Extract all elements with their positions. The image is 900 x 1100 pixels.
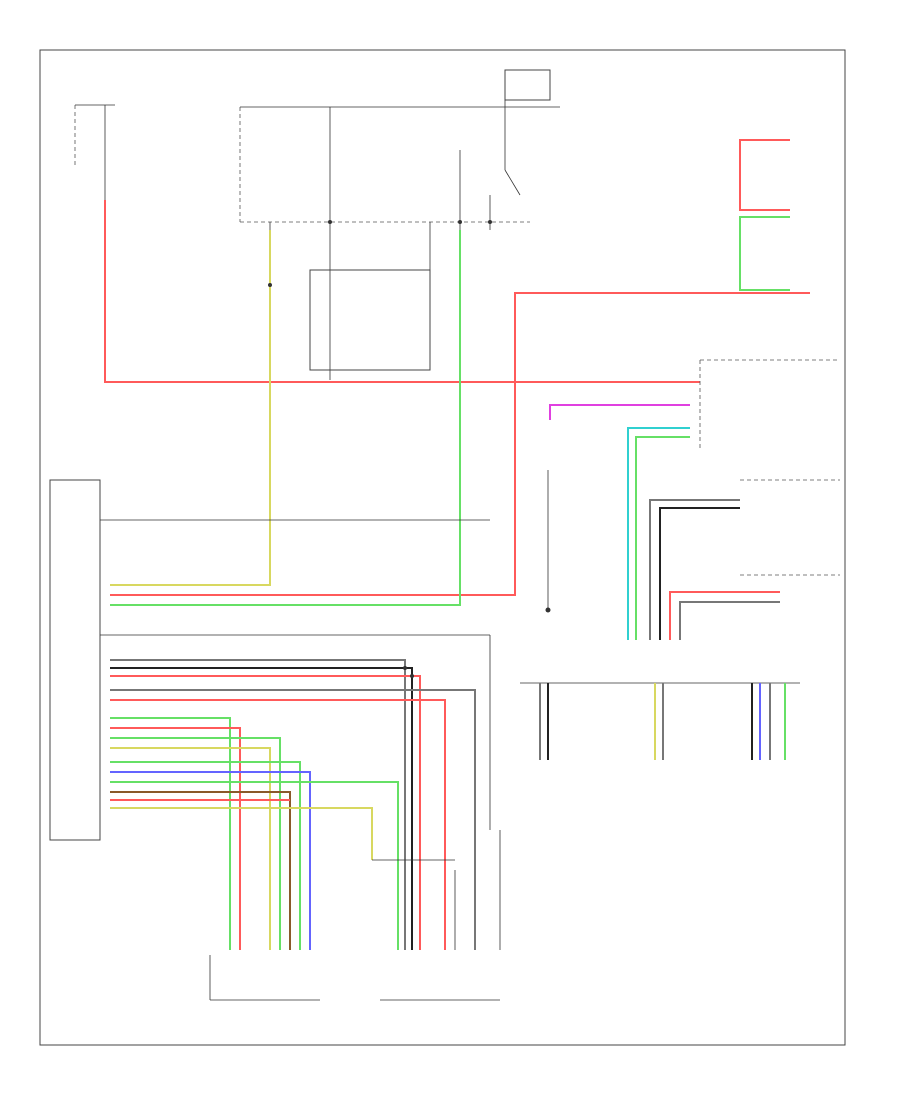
left-fuse <box>74 104 115 200</box>
wire-yellow-vertical <box>110 230 271 586</box>
wire-gray-1 <box>649 499 740 640</box>
wire-red-upper-right <box>110 292 810 596</box>
wire-green-top-right <box>739 216 790 291</box>
right-connector-box <box>699 359 840 576</box>
bottom-connectors <box>209 830 501 1001</box>
wire-gray-2 <box>679 601 780 640</box>
left-control-module <box>49 479 491 841</box>
connector-pins <box>268 220 551 678</box>
lower-right-connectors <box>539 683 786 760</box>
wire-red-main <box>104 200 700 383</box>
wire-harness-bundle <box>110 659 476 950</box>
fuse-relay-block <box>239 69 560 380</box>
wire-cyan <box>627 427 690 640</box>
wire-black-1 <box>659 507 740 640</box>
wire-magenta <box>549 404 690 420</box>
wire-green-vertical <box>110 230 461 606</box>
diagram-frame <box>39 49 846 1046</box>
wire-green-sensor <box>635 436 690 640</box>
wire-red-sensor <box>669 591 780 640</box>
wire-red-top-right <box>739 139 790 211</box>
